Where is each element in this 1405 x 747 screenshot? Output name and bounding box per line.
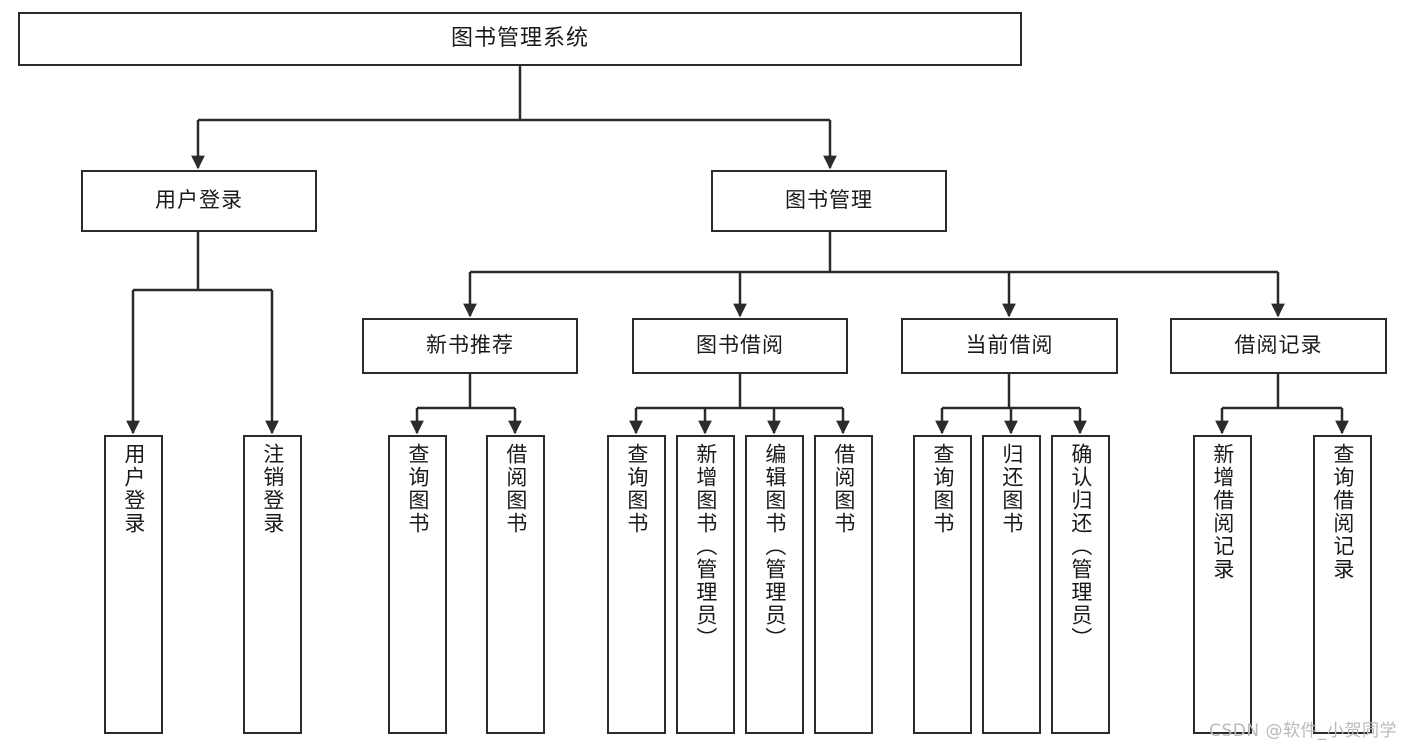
node-leaf-br-add[interactable]: 新增图书（管理员） [676,435,735,734]
node-leaf-rec-query-label: 查询图书 [405,443,430,535]
node-leaf-rec-query2-label: 查询借阅记录 [1330,443,1355,581]
node-leaf-cb-query-label: 查询图书 [930,443,955,535]
node-leaf-cb-confirm-label: 确认归还（管理员） [1068,443,1093,650]
node-leaf-rec-borrow-label: 借阅图书 [503,443,528,535]
node-book-manage[interactable]: 图书管理 [711,170,947,232]
node-book-manage-label: 图书管理 [785,188,873,213]
node-book-borrow[interactable]: 图书借阅 [632,318,848,374]
node-leaf-user-login[interactable]: 用户登录 [104,435,163,734]
node-leaf-cb-query[interactable]: 查询图书 [913,435,972,734]
node-leaf-br-borrow[interactable]: 借阅图书 [814,435,873,734]
node-leaf-user-logout-label: 注销登录 [260,443,285,535]
node-leaf-br-query[interactable]: 查询图书 [607,435,666,734]
node-borrow-record[interactable]: 借阅记录 [1170,318,1387,374]
node-leaf-user-login-label: 用户登录 [121,443,146,535]
node-leaf-rec-add-label: 新增借阅记录 [1210,443,1235,581]
node-leaf-rec-query[interactable]: 查询图书 [388,435,447,734]
node-leaf-rec-query2[interactable]: 查询借阅记录 [1313,435,1372,734]
node-leaf-br-query-label: 查询图书 [624,443,649,535]
node-leaf-cb-return[interactable]: 归还图书 [982,435,1041,734]
node-leaf-br-add-label: 新增图书（管理员） [693,443,718,650]
node-leaf-user-logout[interactable]: 注销登录 [243,435,302,734]
node-book-borrow-label: 图书借阅 [696,333,784,358]
node-leaf-br-edit-label: 编辑图书（管理员） [762,443,787,650]
node-current-borrow[interactable]: 当前借阅 [901,318,1118,374]
node-new-book-rec[interactable]: 新书推荐 [362,318,578,374]
node-root-label: 图书管理系统 [450,25,589,51]
node-borrow-record-label: 借阅记录 [1234,333,1323,358]
node-user-login-label: 用户登录 [155,188,243,213]
node-current-borrow-label: 当前借阅 [965,333,1054,358]
node-leaf-rec-add[interactable]: 新增借阅记录 [1193,435,1252,734]
node-leaf-rec-borrow[interactable]: 借阅图书 [486,435,545,734]
node-leaf-cb-confirm[interactable]: 确认归还（管理员） [1051,435,1110,734]
node-root[interactable]: 图书管理系统 [18,12,1022,66]
node-user-login[interactable]: 用户登录 [81,170,317,232]
node-new-book-rec-label: 新书推荐 [426,333,514,358]
node-leaf-br-borrow-label: 借阅图书 [831,443,856,535]
node-leaf-cb-return-label: 归还图书 [999,443,1024,535]
node-leaf-br-edit[interactable]: 编辑图书（管理员） [745,435,804,734]
watermark: CSDN @软件_小贺同学 [1209,721,1397,741]
